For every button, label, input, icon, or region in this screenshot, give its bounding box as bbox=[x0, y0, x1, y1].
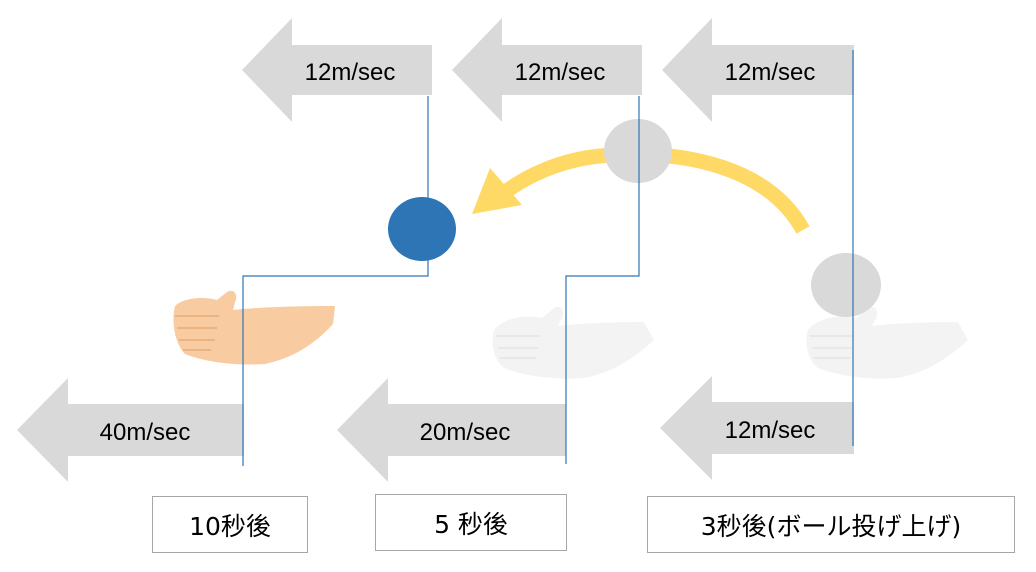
caption-5-seconds: 5 秒後 bbox=[375, 494, 567, 551]
top-speed-label-3: 12m/sec bbox=[725, 59, 816, 86]
bottom-arrow-2: 20m/sec bbox=[337, 378, 566, 482]
hand-icon bbox=[492, 306, 654, 379]
bottom-speed-label-3: 12m/sec bbox=[725, 417, 816, 444]
bottom-arrow-1: 40m/sec bbox=[17, 378, 244, 482]
left-arrow-icon bbox=[17, 378, 244, 482]
top-arrow-1: 12m/sec bbox=[242, 18, 432, 122]
ball-icon bbox=[388, 197, 456, 261]
hand-icon bbox=[806, 306, 968, 379]
caption-10-seconds: 10秒後 bbox=[152, 496, 308, 553]
tracking-lines bbox=[242, 50, 854, 466]
caption-3-seconds: 3秒後(ボール投げ上げ) bbox=[647, 496, 1015, 553]
top-speed-label-1: 12m/sec bbox=[305, 59, 396, 86]
bottom-speed-label-2: 20m/sec bbox=[420, 419, 511, 446]
top-speed-label-2: 12m/sec bbox=[515, 59, 606, 86]
left-arrow-icon bbox=[660, 376, 854, 480]
bottom-speed-label-1: 40m/sec bbox=[100, 419, 191, 446]
ball-icon bbox=[811, 253, 881, 317]
top-arrow-2: 12m/sec bbox=[452, 18, 642, 122]
left-arrow-icon bbox=[452, 18, 642, 122]
hand-icon bbox=[173, 290, 335, 365]
bottom-arrow-3: 12m/sec bbox=[660, 376, 854, 480]
left-arrow-icon bbox=[242, 18, 432, 122]
top-arrow-3: 12m/sec bbox=[662, 18, 854, 122]
left-arrow-icon bbox=[662, 18, 854, 122]
ball-icon bbox=[604, 119, 672, 183]
left-arrow-icon bbox=[337, 378, 566, 482]
